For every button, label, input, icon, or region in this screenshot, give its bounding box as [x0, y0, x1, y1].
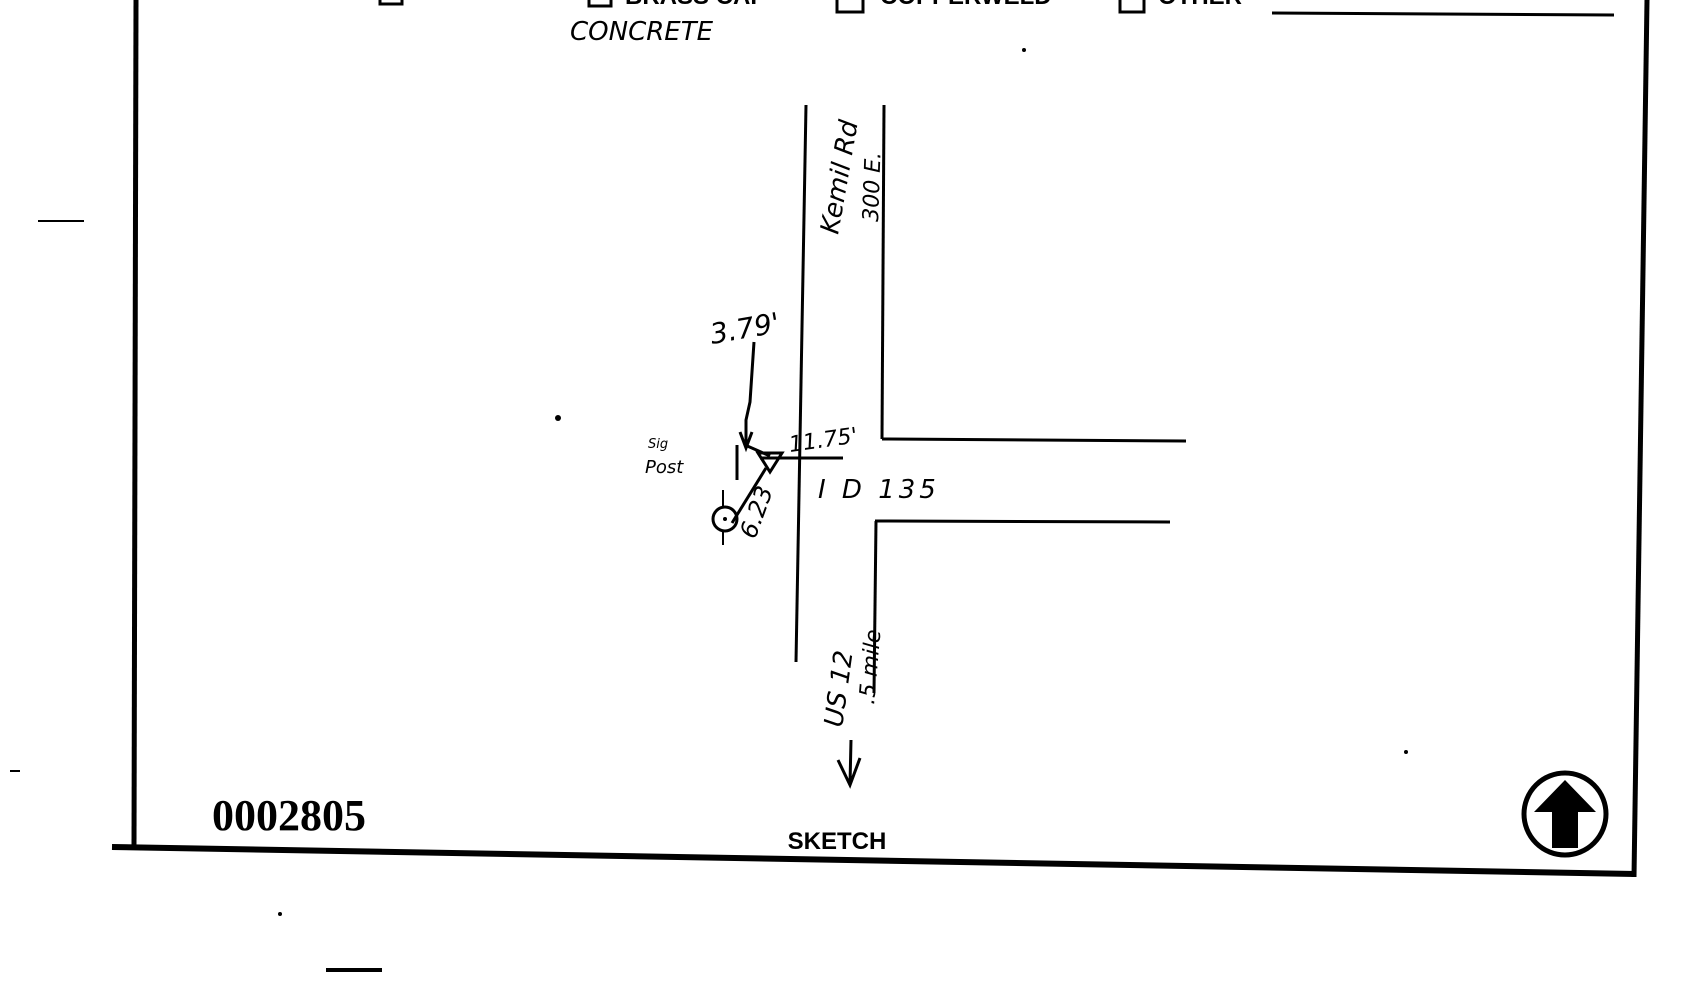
option-copperweld: COPPERWELD: [880, 0, 1052, 10]
checkbox-copperweld: [835, 0, 865, 14]
north-arrow-icon: [1521, 770, 1609, 858]
concrete-note: CONCRETE: [570, 17, 714, 47]
road-south-name: US 12: [819, 649, 859, 729]
road-north-alt: 300 E.: [859, 151, 886, 222]
document-number: 0002805: [212, 791, 366, 840]
triangle-marker-icon: [755, 451, 785, 475]
checkbox-left: [378, 0, 404, 6]
option-brass-cap: BRASS CAP: [625, 0, 766, 10]
measure-11-75: 11.75': [787, 424, 859, 458]
sketch-title: SKETCH: [788, 828, 887, 855]
scan-noise: [10, 48, 1408, 972]
road-south-alt: .5 mile: [855, 628, 886, 705]
road-labels: Kemil Rd 300 E. US 12 .5 mile I D 135: [815, 118, 940, 729]
road-lines: [794, 104, 1187, 789]
sign-post-label-1: Sig: [648, 437, 668, 452]
sketch-frame: [111, 0, 1650, 878]
option-other: OTHER: [1158, 0, 1242, 10]
checkbox-brass-cap: [587, 0, 613, 8]
dimension-arrow: [738, 341, 756, 453]
sign-post-label-2: Post: [645, 457, 684, 478]
monument-detail: 3.79' 11.75' 6.23 Sig Post: [645, 306, 859, 545]
monument-circle-icon: [711, 505, 739, 533]
header-checkboxes: BRASS CAP COPPERWELD OTHER CONCRETE: [378, 0, 1615, 47]
intersection-road-label: I D 135: [818, 475, 940, 505]
south-arrow-icon: [836, 739, 862, 789]
other-blank-line: [1271, 11, 1615, 17]
road-north-name: Kemil Rd: [815, 118, 865, 237]
measure-6-23: 6.23: [734, 482, 779, 542]
checkbox-other: [1118, 0, 1146, 14]
measure-3-79: 3.79': [707, 306, 782, 351]
